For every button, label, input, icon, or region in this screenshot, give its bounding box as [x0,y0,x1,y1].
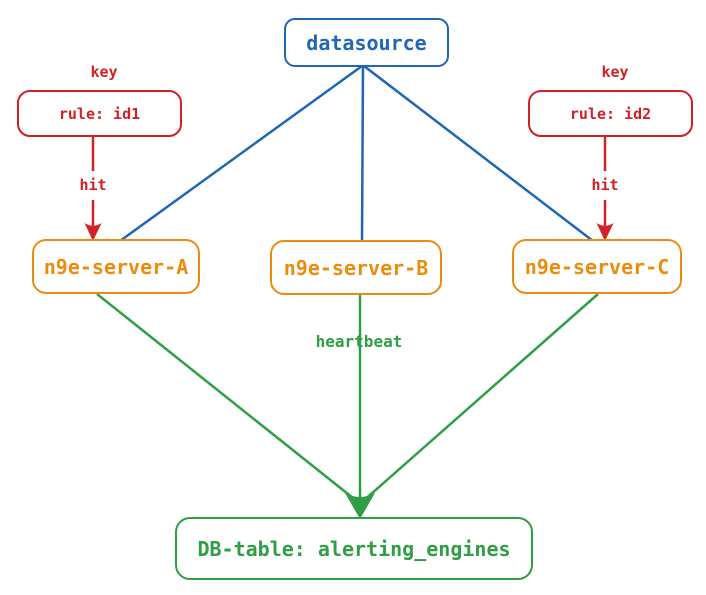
node-db-table-label: DB-table: alerting_engines [197,536,511,561]
node-rule-id2-label: rule: id2 [569,104,652,123]
node-rule-id1: rule: id1 [17,90,182,137]
node-datasource-label: datasource [306,30,427,55]
edge-label-key-left: key [90,63,118,81]
node-server-c-label: n9e-server-C [524,254,670,279]
arrowhead-db-table [345,493,375,519]
node-rule-id2: rule: id2 [528,90,693,137]
node-server-b: n9e-server-B [270,240,442,295]
node-rule-id1-label: rule: id1 [58,104,141,123]
node-server-a-label: n9e-server-A [43,254,189,279]
node-server-c: n9e-server-C [512,239,682,294]
edge-datasource-server-c [363,65,594,242]
edge-label-hit-right: hit [591,176,619,194]
edge-label-hit-left: hit [79,176,107,194]
node-server-a: n9e-server-A [32,239,200,294]
edge-server-c-db [361,293,599,503]
edge-server-a-db [96,293,359,503]
node-server-b-label: n9e-server-B [283,255,429,280]
arrowhead-rule2-server-c [596,223,614,241]
edge-datasource-server-b [360,65,365,242]
arrowhead-rule1-server-a [84,223,102,241]
node-db-table: DB-table: alerting_engines [175,517,533,580]
edge-datasource-server-a [119,64,363,243]
edge-label-key-right: key [601,63,629,81]
node-datasource: datasource [284,18,449,67]
edge-label-heartbeat: heartbeat [315,332,403,351]
